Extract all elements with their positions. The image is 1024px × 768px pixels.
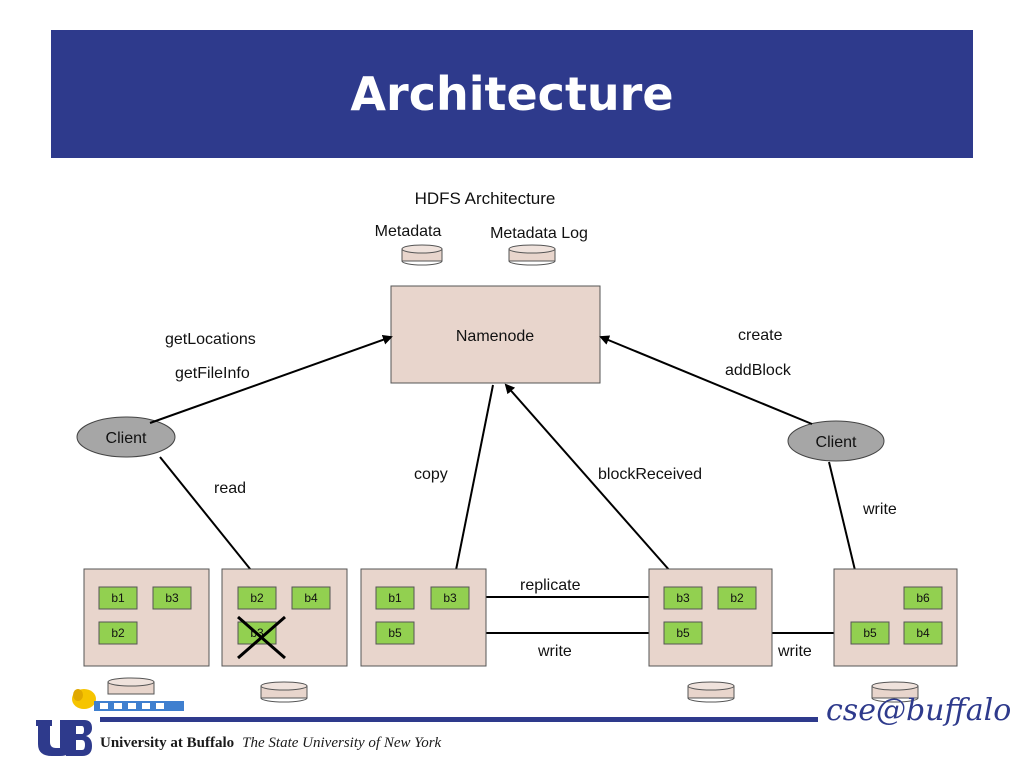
suny-name: The State University of New York [242,735,442,751]
datanode-3 [360,568,487,667]
arrow-client-to-namenode [149,334,393,424]
block [663,586,703,610]
block [663,621,703,645]
block-label: b5 [388,626,402,640]
cse-buffalo-logo: cse@buffalo [826,693,1012,728]
label-write-mid: write [537,643,572,660]
datanode-4 [648,568,773,667]
block [237,586,277,610]
title-banner: Architecture [51,30,973,158]
label-block-received: blockReceived [598,466,702,483]
block-label: b4 [916,626,930,640]
arrow-client-read [159,456,265,587]
ub-logo-icon [36,720,92,756]
footer-divider [100,717,818,722]
label-get-file-info: getFileInfo [175,365,250,382]
cross-icon [237,615,286,660]
disk-icon [260,681,308,703]
block-label: b5 [863,626,877,640]
block-label: b2 [730,591,744,605]
client-right-label: Client [816,434,857,451]
slide-title: Architecture [350,67,674,121]
university-name: University at Buffalo [100,735,235,751]
arrow-block-received [504,383,679,581]
block-label: b5 [676,626,690,640]
hadoop-logo-icon [72,689,184,711]
block [98,621,138,645]
diagram-title: HDFS Architecture [415,189,556,208]
block [375,621,415,645]
block [903,621,943,645]
block-label: b2 [111,626,125,640]
label-write-client: write [862,501,897,518]
block [98,586,138,610]
block-label: b1 [111,591,125,605]
disk-icon [871,681,919,703]
client-left [76,416,176,458]
disk-icon [687,681,735,703]
block [850,621,890,645]
block-label: b3 [443,591,457,605]
label-create: create [738,327,783,344]
datanode-1 [83,568,210,667]
block [430,586,470,610]
block-label: b3 [165,591,179,605]
metadata-label: Metadata [375,223,442,240]
label-add-block: addBlock [725,362,792,379]
label-write-right: write [777,643,812,660]
label-replicate: replicate [520,577,581,594]
namenode-box [390,285,601,384]
namenode-label: Namenode [456,328,534,345]
label-copy: copy [414,466,448,483]
block [291,586,331,610]
block [903,586,943,610]
label-get-locations: getLocations [165,331,256,348]
datanode-5 [833,568,958,667]
block-label: b6 [916,591,930,605]
disk-icon [107,677,155,695]
block [152,586,192,610]
arrow-client-create [599,335,813,425]
footer-university: University at Buffalo The State Universit… [100,735,441,752]
client-left-label: Client [106,430,147,447]
metadata-cylinder-icon [401,244,443,266]
block [717,586,757,610]
block-label: b2 [250,591,264,605]
block-label: b3 [676,591,690,605]
client-right [787,420,885,462]
arrow-namenode-copy [450,384,494,582]
metadata-log-cylinder-icon [508,244,556,266]
block [375,586,415,610]
metadata-log-label: Metadata Log [490,225,588,242]
block-label: b1 [388,591,402,605]
label-read: read [214,480,246,497]
block-label: b4 [304,591,318,605]
